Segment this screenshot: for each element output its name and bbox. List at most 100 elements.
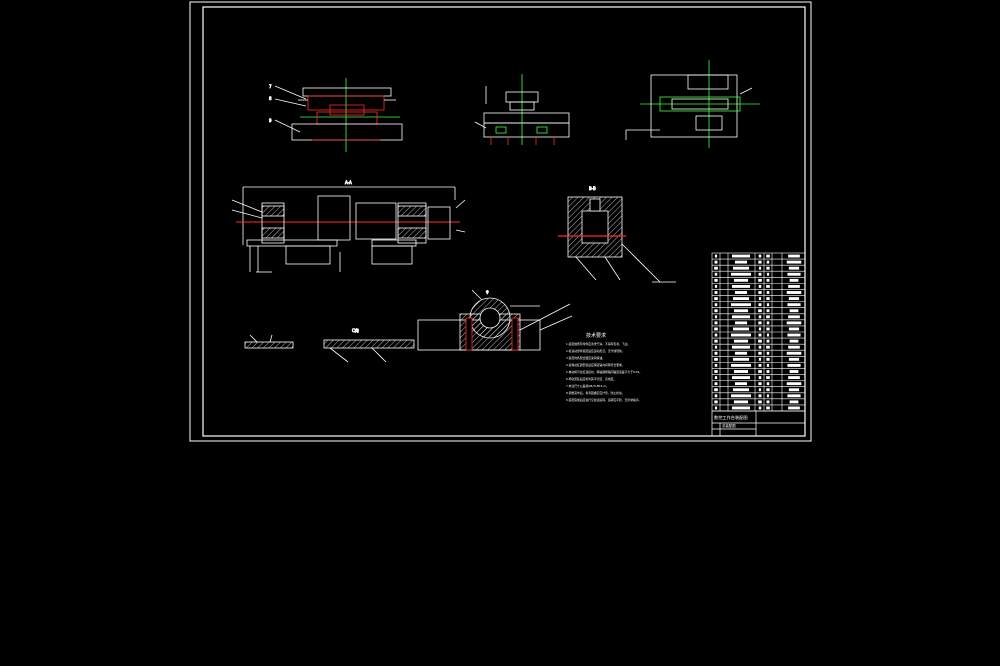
parts-list-cell-text: [766, 260, 770, 264]
parts-list-cell-text: [714, 272, 718, 276]
section-b-b-label: B-B: [589, 186, 596, 191]
parts-list-cell-text: [714, 400, 718, 404]
parts-list-cell-text: [714, 278, 718, 282]
parts-list-cell-text: [766, 376, 770, 380]
parts-list-cell-text: [787, 333, 801, 337]
parts-list-cell-text: [766, 400, 770, 404]
parts-list-cell-text: [788, 315, 800, 319]
parts-list-cell-text: [758, 321, 762, 325]
parts-list-cell-text: [758, 327, 762, 331]
parts-list-cell-text: [714, 376, 718, 380]
tech-requirement-2: 2.各运动部件装配后应运动灵活，无卡滞现象。: [566, 349, 625, 353]
svg-text:9: 9: [269, 118, 272, 123]
parts-list-cell-text: [714, 345, 718, 349]
parts-list-cell-text: [758, 370, 762, 373]
tech-requirements-title: 技术要求: [586, 332, 606, 339]
parts-list-cell-text: [714, 333, 718, 337]
bearing-support-section: φ: [417, 289, 573, 351]
parts-list-cell-text: [789, 339, 799, 343]
parts-list-cell-text: [733, 278, 749, 282]
parts-list-cell-text: [758, 272, 762, 276]
parts-list-cell-text: [766, 370, 770, 373]
parts-list-cell-text: [788, 327, 800, 331]
parts-list-cell-text: [758, 260, 762, 264]
svg-text:φ: φ: [486, 289, 489, 294]
parts-list-cell-text: [766, 321, 770, 325]
parts-list-cell-text: [714, 357, 718, 361]
parts-list-cell-text: [786, 260, 802, 264]
svg-text:8: 8: [269, 96, 272, 101]
parts-list-cell-text: [766, 291, 770, 294]
section-a-a: A-A: [231, 180, 466, 273]
parts-list-cell-text: [788, 357, 800, 361]
parts-list-cell-text: [787, 363, 801, 367]
tech-requirement-1: 1.装配前所有零件应清洗干净，不得有毛刺、飞边。: [566, 342, 630, 346]
parts-list-cell-text: [758, 406, 762, 410]
parts-list-cell-text: [730, 394, 752, 398]
parts-list-cell-text: [732, 266, 750, 270]
parts-list-cell-text: [766, 357, 770, 361]
parts-list-cell-text: [714, 406, 718, 410]
parts-list-cell-text: [714, 321, 718, 325]
parts-list-cell-text: [788, 284, 800, 288]
parts-list-cell-text: [714, 309, 718, 313]
parts-list-cell-text: [758, 266, 762, 270]
parts-list-cell-text: [714, 260, 718, 264]
parts-list-rows: [712, 258, 805, 406]
parts-list-cell-text: [733, 400, 749, 404]
parts-list-cell-text: [714, 291, 718, 294]
parts-list-cell-text: [789, 309, 799, 313]
parts-list-cell-text: [758, 297, 762, 301]
parts-list-cell-text: [789, 278, 799, 282]
view-c-label: C向: [352, 327, 359, 333]
parts-list-cell-text: [788, 388, 800, 392]
parts-list-cell-text: [787, 394, 801, 398]
parts-list-cell-text: [788, 406, 800, 410]
parts-list-cell-text: [766, 284, 770, 288]
parts-list-cell-text: [766, 351, 770, 355]
parts-list-cell-text: [734, 260, 748, 264]
parts-list-cell-text: [766, 406, 770, 410]
parts-list-cell-text: [758, 309, 762, 313]
parts-list-cell-text: [758, 400, 762, 404]
parts-list-table: [711, 252, 806, 412]
parts-list-cell-text: [714, 266, 718, 270]
parts-list-cell-text: [758, 345, 762, 349]
tech-requirement-5: 5.电动机与丝杠连接时，联轴器两轴同轴度误差不大于0.05。: [566, 370, 642, 374]
parts-list-cell-text: [766, 303, 770, 307]
parts-list-cell-text: [731, 406, 751, 410]
parts-list-cell-text: [789, 400, 799, 404]
tech-requirement-3: 3.装配时各配合面应涂润滑油。: [566, 356, 605, 360]
parts-list-cell-text: [714, 339, 718, 343]
parts-list-cell-text: [788, 376, 800, 380]
parts-list-cell-text: [788, 345, 800, 349]
parts-list-cell-text: [786, 382, 802, 386]
parts-list-cell-text: [714, 394, 718, 398]
tech-requirement-9: 9.装配完成后应进行空载试运转，运转应平稳、无异常噪声。: [566, 398, 641, 402]
parts-list-cell-text: [766, 272, 770, 276]
parts-list-cell-text: [758, 339, 762, 343]
parts-list-cell-text: [789, 370, 799, 373]
parts-list-cell-text: [766, 315, 770, 319]
parts-list-cell-text: [758, 284, 762, 288]
parts-list-cell-text: [714, 370, 718, 373]
parts-list-cell-text: [731, 315, 751, 319]
parts-list-cell-text: [732, 357, 750, 361]
parts-list-cell-text: [714, 284, 718, 288]
parts-list-cell-text: [758, 333, 762, 337]
parts-list-cell-text: [758, 382, 762, 386]
parts-list-cell-text: [714, 382, 718, 386]
tech-requirement-6: 6.导轨安装后应检查其平行度、直线度。: [566, 377, 616, 381]
parts-list-cell-text: [714, 388, 718, 392]
parts-list-cell-text: [733, 370, 749, 373]
parts-list-cell-text: [766, 278, 770, 282]
tech-requirement-8: 8.调整完毕后，各紧固螺钉应拧紧，防止松动。: [566, 391, 625, 395]
drawing-subtitle: 总装配图: [722, 423, 736, 428]
parts-list-cell-text: [730, 272, 752, 276]
parts-list-cell-text: [734, 291, 748, 294]
tech-requirement-7: 7.未注尺寸公差按GB/T1804-m。: [566, 384, 609, 388]
parts-list-cell-text: [786, 351, 802, 355]
parts-list-cell-text: [734, 321, 748, 325]
parts-list-cell-text: [766, 309, 770, 313]
